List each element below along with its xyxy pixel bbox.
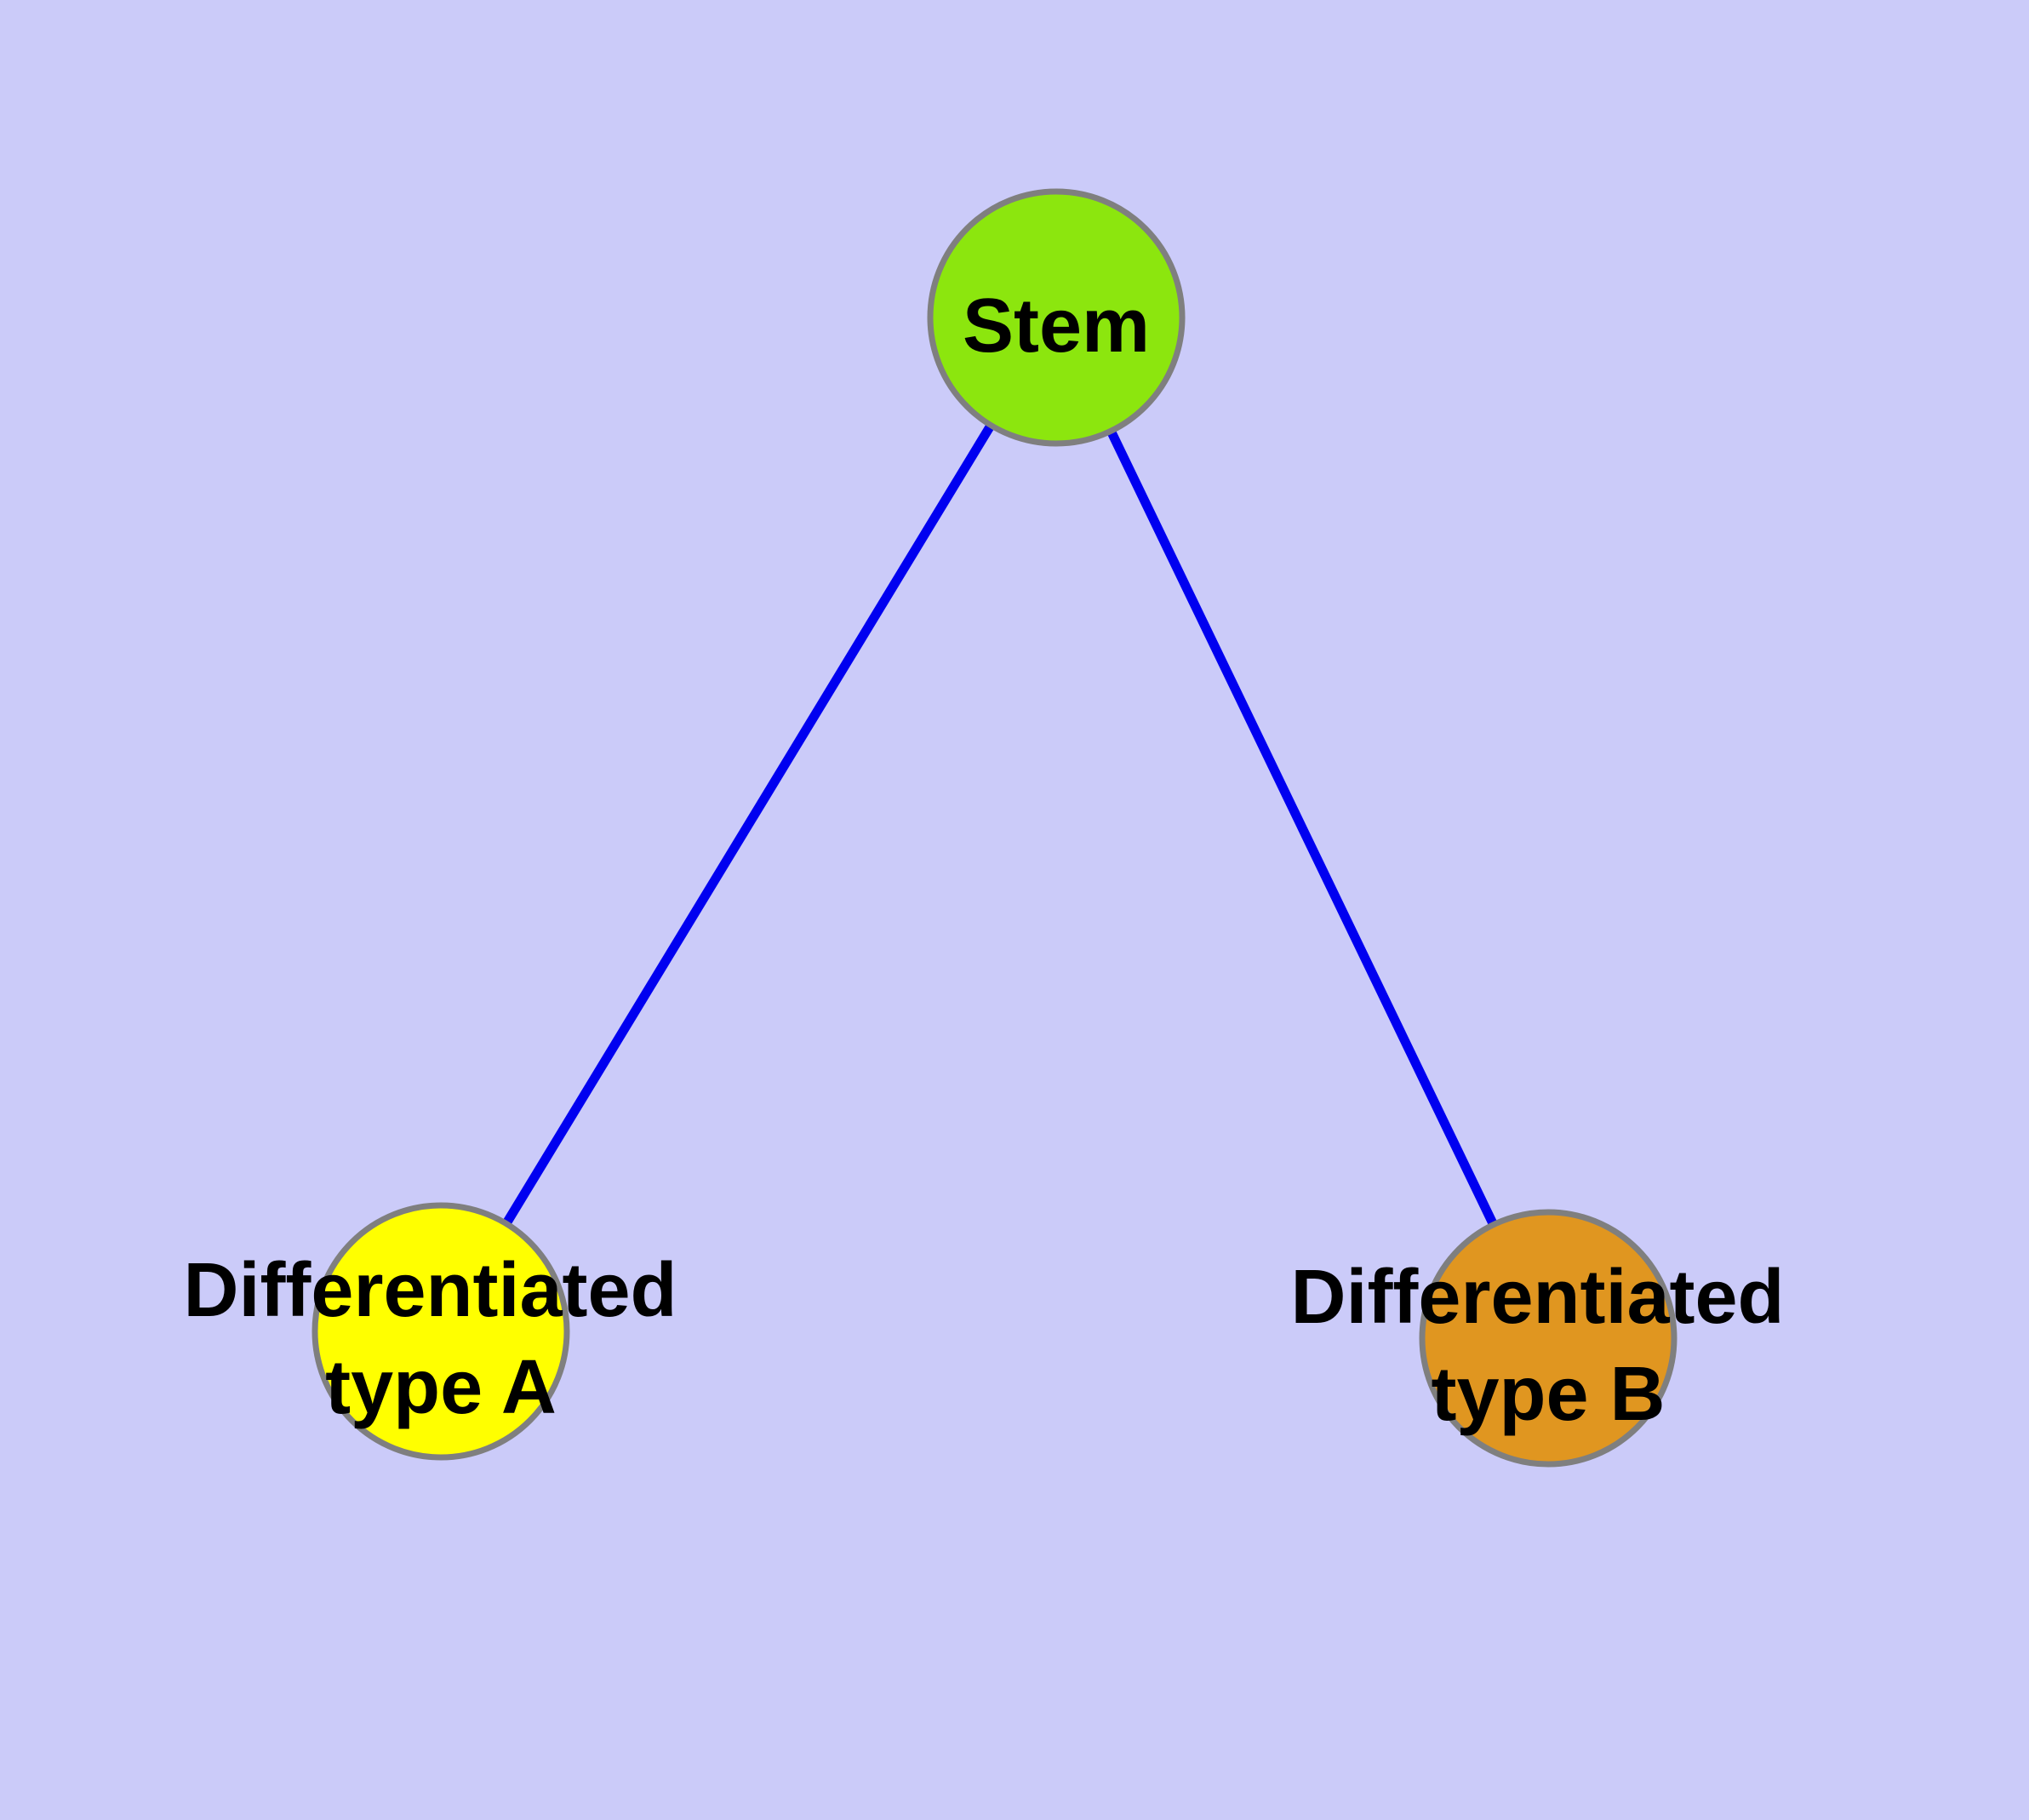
node-type-b-label-line2: type B [1431, 1352, 1665, 1437]
node-stem-circle [927, 188, 1186, 447]
node-type-a-label-line2: type A [325, 1345, 557, 1430]
node-type-a-label-line1: Differentiated [183, 1248, 677, 1333]
node-type-a-label: Differentiated type A [183, 1248, 698, 1430]
node-layer [311, 188, 1677, 1468]
node-type-b-circle [1419, 1209, 1677, 1468]
edge-stem-to-type-a [437, 315, 1060, 1334]
label-layer: Stem Differentiated type A Differentiate… [183, 283, 1805, 1437]
edge-layer [437, 315, 1552, 1341]
node-type-a-circle [311, 1202, 570, 1461]
node-stem-label: Stem [963, 283, 1150, 369]
node-type-b-label: Differentiated type B [1290, 1255, 1805, 1437]
edge-stem-to-type-b [1052, 315, 1552, 1341]
node-type-b-label-line1: Differentiated [1290, 1255, 1784, 1340]
